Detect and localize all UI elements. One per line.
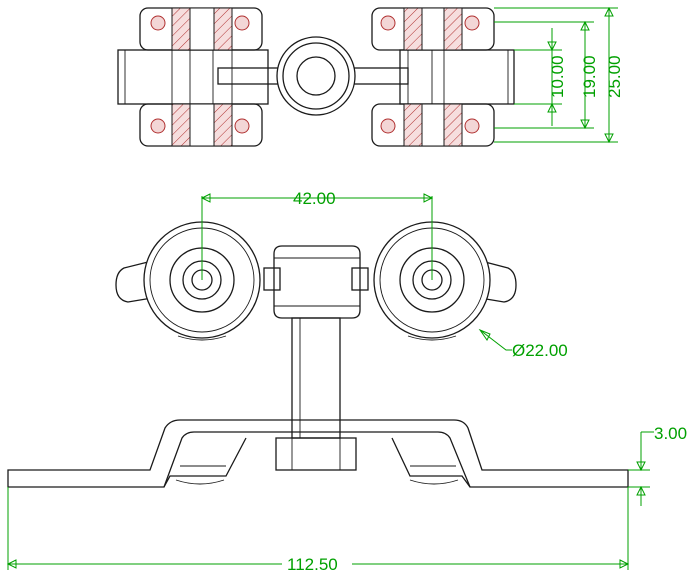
ball-icon bbox=[234, 15, 250, 31]
ball-icon bbox=[380, 15, 396, 31]
left-bearing-assembly bbox=[117, 7, 269, 147]
ball-icon bbox=[464, 15, 480, 31]
dim-10: 10.00 bbox=[548, 55, 567, 98]
hub-hole bbox=[296, 56, 336, 96]
dim-19: 19.00 bbox=[580, 55, 599, 98]
dim-3: 3.00 bbox=[654, 424, 687, 443]
dim-dia22: Ø22.00 bbox=[512, 341, 568, 360]
top-section-view: 10.00 19.00 25.00 bbox=[117, 6, 624, 147]
ball-icon bbox=[150, 15, 166, 31]
dim-42: 42.00 bbox=[293, 189, 336, 208]
dim-42-group: 42.00 bbox=[200, 189, 434, 280]
right-axle-body bbox=[399, 49, 515, 105]
top-view-dimensions: 10.00 19.00 25.00 bbox=[494, 6, 624, 144]
dim-112-group: 112.50 bbox=[6, 487, 630, 574]
dim-dia22-group: Ø22.00 bbox=[478, 328, 568, 360]
right-bearing-assembly bbox=[371, 7, 515, 147]
right-ear bbox=[479, 261, 517, 303]
ball-icon bbox=[234, 118, 250, 134]
center-block bbox=[263, 245, 369, 319]
left-ear bbox=[115, 261, 153, 303]
dim-3-group: 3.00 bbox=[628, 424, 687, 506]
dim-112: 112.50 bbox=[287, 555, 338, 574]
left-axle-body bbox=[117, 49, 269, 105]
ball-icon bbox=[150, 118, 166, 134]
stem-base bbox=[275, 437, 357, 471]
ball-icon bbox=[380, 118, 396, 134]
center-hub bbox=[217, 36, 409, 116]
front-view: 42.00 Ø22.00 3.00 112.50 bbox=[6, 189, 687, 574]
base-bracket bbox=[7, 419, 629, 488]
dim-25: 25.00 bbox=[605, 55, 624, 98]
ball-icon bbox=[464, 118, 480, 134]
